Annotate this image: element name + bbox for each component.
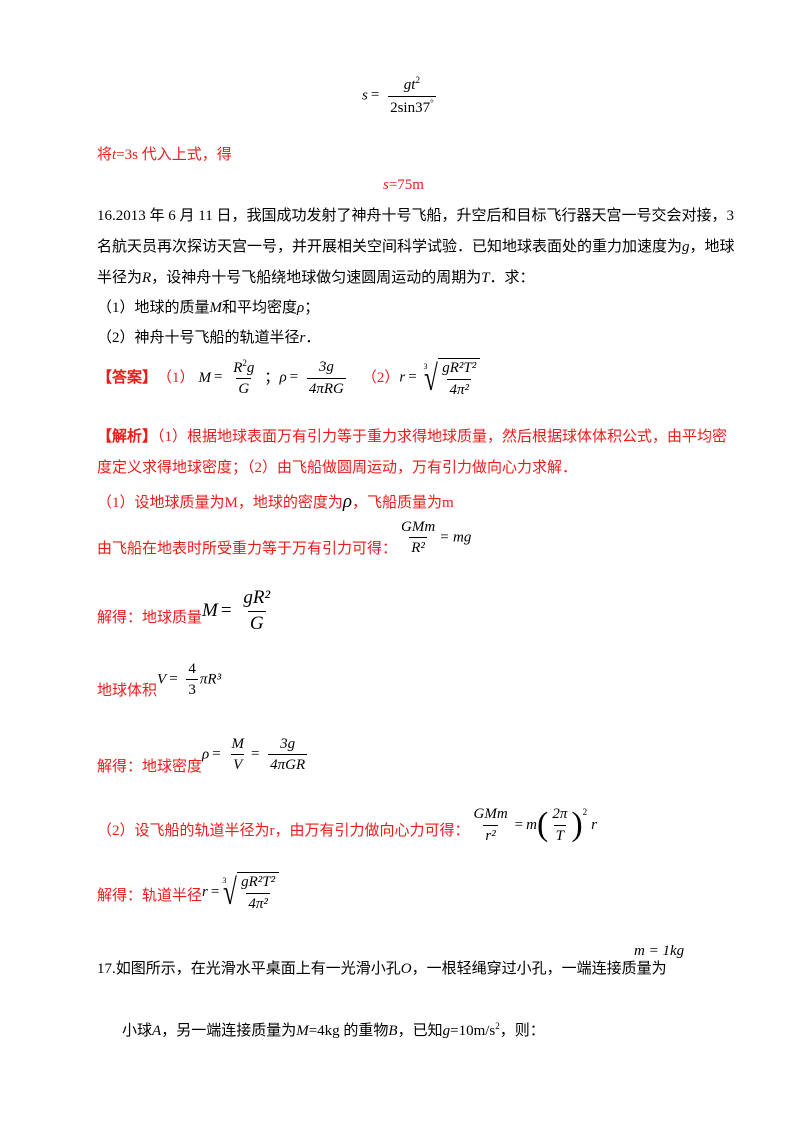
step1-line: （1）设地球质量为M，地球的密度为ρ，飞船质量为m — [97, 491, 454, 512]
q16-sub1: （1）地球的质量M和平均密度ρ； — [97, 300, 320, 316]
answer-tag: 【答案】 — [97, 369, 158, 386]
q16-sub2: （2）神舟十号飞船的轨道半径r． — [97, 330, 321, 346]
q17-line1: 17.如图所示，在光滑水平桌面上有一光滑小孔O，一根轻绳穿过小孔，一端连接质量为 — [97, 961, 667, 977]
analysis-line1: 【解析】（1）根据地球表面万有引力等于重力求得地球质量，然后根据球体体积公式，由… — [97, 429, 728, 445]
q17-line2: 小球A，另一端连接质量为M=4kg 的重物B，已知g=10m/s2，则： — [122, 1021, 545, 1039]
q17-mass: m = 1kg — [634, 943, 685, 959]
analysis-tag: 【解析】 — [97, 429, 158, 445]
result-line: s=75m — [383, 177, 424, 193]
substitute-line: 将t=3s 代入上式，得 — [97, 147, 232, 163]
analysis-line2: 度定义求得地球密度；（2）由飞船做圆周运动，万有引力做向心力求解． — [97, 460, 578, 476]
q16-line3: 半径为R，设神舟十号飞船绕地球做匀速圆周运动的周期为T．求： — [97, 270, 535, 286]
formula-s: s= gt2 2sin37° — [362, 75, 436, 116]
q16-line2: 名航天员再次探访天宫一号，并开展相关空间科学试验．已知地球表面处的重力加速度为g… — [97, 239, 735, 255]
q16-line1: 16.2013 年 6 月 11 日，我国成功发射了神舟十号飞船，升空后和目标飞… — [97, 208, 734, 224]
